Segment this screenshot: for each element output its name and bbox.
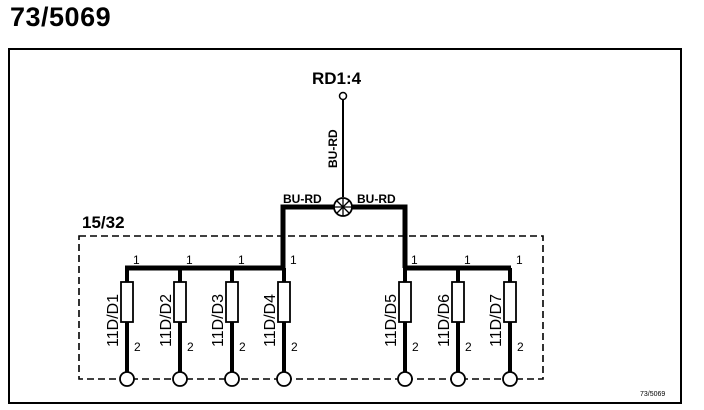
fuse-1-terminal	[119, 371, 135, 387]
fuse-4-pin-in-label: 1	[290, 253, 297, 267]
diagram-frame	[8, 48, 682, 404]
fuse-5-name: 11D/D5	[383, 294, 400, 347]
fuse-3-terminal	[224, 371, 240, 387]
fuse-5-body	[398, 281, 412, 323]
fuse-6-pin-in-label: 1	[464, 253, 471, 267]
fuse-7-pin-in-label: 1	[516, 253, 523, 267]
fuse-3-pin-in-label: 1	[238, 253, 245, 267]
fuse-7-terminal	[502, 371, 518, 387]
source-terminal	[338, 91, 348, 101]
fuse-4-body	[277, 281, 291, 323]
fuse-1-name: 11D/D1	[105, 294, 122, 347]
left-branch-wire	[280, 204, 334, 268]
fuse-6-body	[451, 281, 465, 323]
fuse-3-body	[225, 281, 239, 323]
fuse-5-pin-in-label: 1	[411, 253, 418, 267]
right-branch-label: BU-RD	[357, 192, 396, 206]
fuse-box-label: 15/32	[82, 213, 125, 232]
fuse-5-pin-out-label: 2	[412, 340, 419, 354]
fuse-6-pin-out-label: 2	[465, 340, 472, 354]
fuse-1-pin-in-label: 1	[133, 253, 140, 267]
drawing-reference: 73/5069	[640, 391, 665, 398]
fuse-2-name: 11D/D2	[158, 294, 175, 347]
fuse-6-name: 11D/D6	[436, 294, 453, 347]
fuse-2-pin-in-label: 1	[186, 253, 193, 267]
page-title: 73/5069	[10, 2, 112, 32]
fuse-7-name: 11D/D7	[488, 294, 505, 347]
right-branch-wire	[352, 204, 408, 268]
source-label: RD1:4	[312, 69, 362, 88]
fuse-3-pin-out-label: 2	[239, 340, 246, 354]
fuse-7-pin-out-label: 2	[517, 340, 524, 354]
fuse-box-outline	[78, 235, 544, 380]
fuse-2-body	[173, 281, 187, 323]
fuse-2-terminal	[172, 371, 188, 387]
trunk-wire-label: BU-RD	[326, 129, 340, 168]
fuse-1-body	[120, 281, 134, 323]
fuse-3-name: 11D/D3	[210, 294, 227, 347]
left-branch-label: BU-RD	[283, 192, 322, 206]
fuse-6-terminal	[450, 371, 466, 387]
fuse-5-terminal	[397, 371, 413, 387]
fuse-group: 1 2 11D/D1 1 2 11D/D2 1 2 11D/D3 1 2 11D/D4 1 2 11D/D5…	[105, 253, 524, 387]
fuse-4-terminal	[276, 371, 292, 387]
fuse-1-pin-out-label: 2	[134, 340, 141, 354]
fuse-4-name: 11D/D4	[262, 294, 279, 347]
fuse-4-pin-out-label: 2	[291, 340, 298, 354]
fuse-2-pin-out-label: 2	[187, 340, 194, 354]
fuse-7-body	[503, 281, 517, 323]
